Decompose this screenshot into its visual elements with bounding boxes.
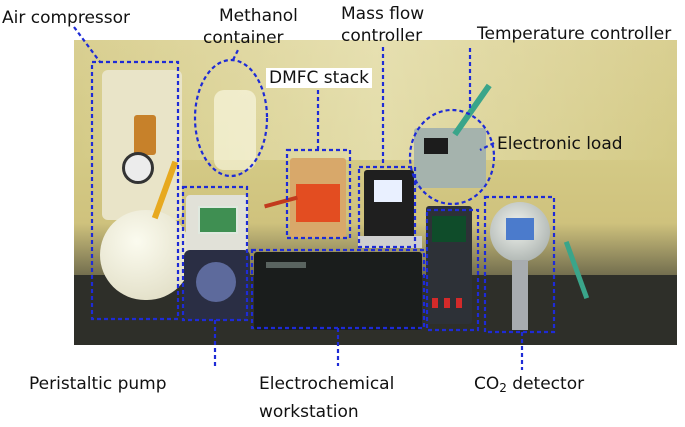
air-compressor-valve xyxy=(134,115,156,155)
co2-detector-screen xyxy=(506,218,534,240)
air-compressor-gauge xyxy=(122,152,154,184)
air-compressor-leader xyxy=(73,26,101,63)
label-methanol-line2: container xyxy=(203,28,284,48)
co2-detector-stand xyxy=(512,260,528,330)
temperature-controller-ellipse xyxy=(408,108,496,206)
methanol-container-bottle xyxy=(214,90,256,170)
co2-suffix: detector xyxy=(506,374,585,394)
electrochemical-workstation-logo xyxy=(266,262,306,268)
co2-prefix: CO xyxy=(474,374,500,394)
label-temperature-controller: Temperature controller xyxy=(477,24,672,44)
mass-flow-controller-box xyxy=(357,165,417,249)
mass-flow-controller-screen xyxy=(374,180,402,202)
label-mass-flow-line1: Mass flow xyxy=(341,4,425,24)
air-compressor-box xyxy=(90,60,180,321)
peristaltic-pump-box xyxy=(181,185,249,322)
electronic-load-leader xyxy=(479,142,495,151)
dmfc-stack-box xyxy=(285,148,352,240)
methanol-container-ellipse xyxy=(193,58,269,178)
mass-flow-controller-base xyxy=(358,236,422,248)
peristaltic-pump-roller xyxy=(196,262,236,302)
electronic-load-terminals xyxy=(432,298,466,308)
label-co2-detector: CO2 detector xyxy=(474,374,584,398)
co2-subscript: 2 xyxy=(499,381,507,395)
dmfc-stack-core xyxy=(296,184,340,222)
air-compressor-tank xyxy=(100,210,192,300)
label-electrochemical-line2: workstation xyxy=(259,402,359,422)
label-methanol-line1: Methanol xyxy=(219,6,298,26)
methanol-container-leader xyxy=(232,49,239,61)
label-mass-flow-line2: controller xyxy=(341,26,423,46)
lab-setup-photo xyxy=(74,40,677,345)
label-peristaltic-pump: Peristaltic pump xyxy=(29,374,167,394)
label-air-compressor: Air compressor xyxy=(2,8,131,28)
electrochemical-workstation-box xyxy=(250,248,426,330)
peristaltic-pump-display xyxy=(198,206,238,234)
label-electronic-load: Electronic load xyxy=(497,134,623,154)
electronic-load-box xyxy=(425,208,480,332)
co2-detector-box xyxy=(483,195,556,334)
electronic-load-display xyxy=(432,216,466,242)
label-dmfc-stack: DMFC stack xyxy=(266,68,372,88)
temperature-controller-display xyxy=(424,138,448,154)
label-electrochemical-line1: Electrochemical xyxy=(259,374,395,394)
